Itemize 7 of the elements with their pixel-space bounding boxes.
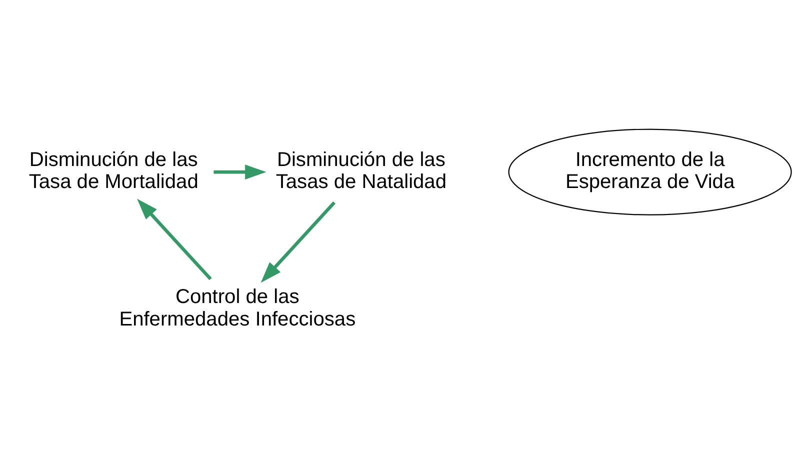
node-ellipse: Incremento de la Esperanza de Vida <box>508 128 792 216</box>
node-text: Disminución de las Tasa de Mortalidad <box>28 148 198 194</box>
arrow <box>137 198 212 280</box>
node-text: Control de las Enfermedades Infecciosas <box>119 286 356 330</box>
arrow <box>260 201 336 283</box>
node-text: Disminución de las Tasas de Natalidad <box>276 148 447 194</box>
arrow <box>214 164 266 180</box>
